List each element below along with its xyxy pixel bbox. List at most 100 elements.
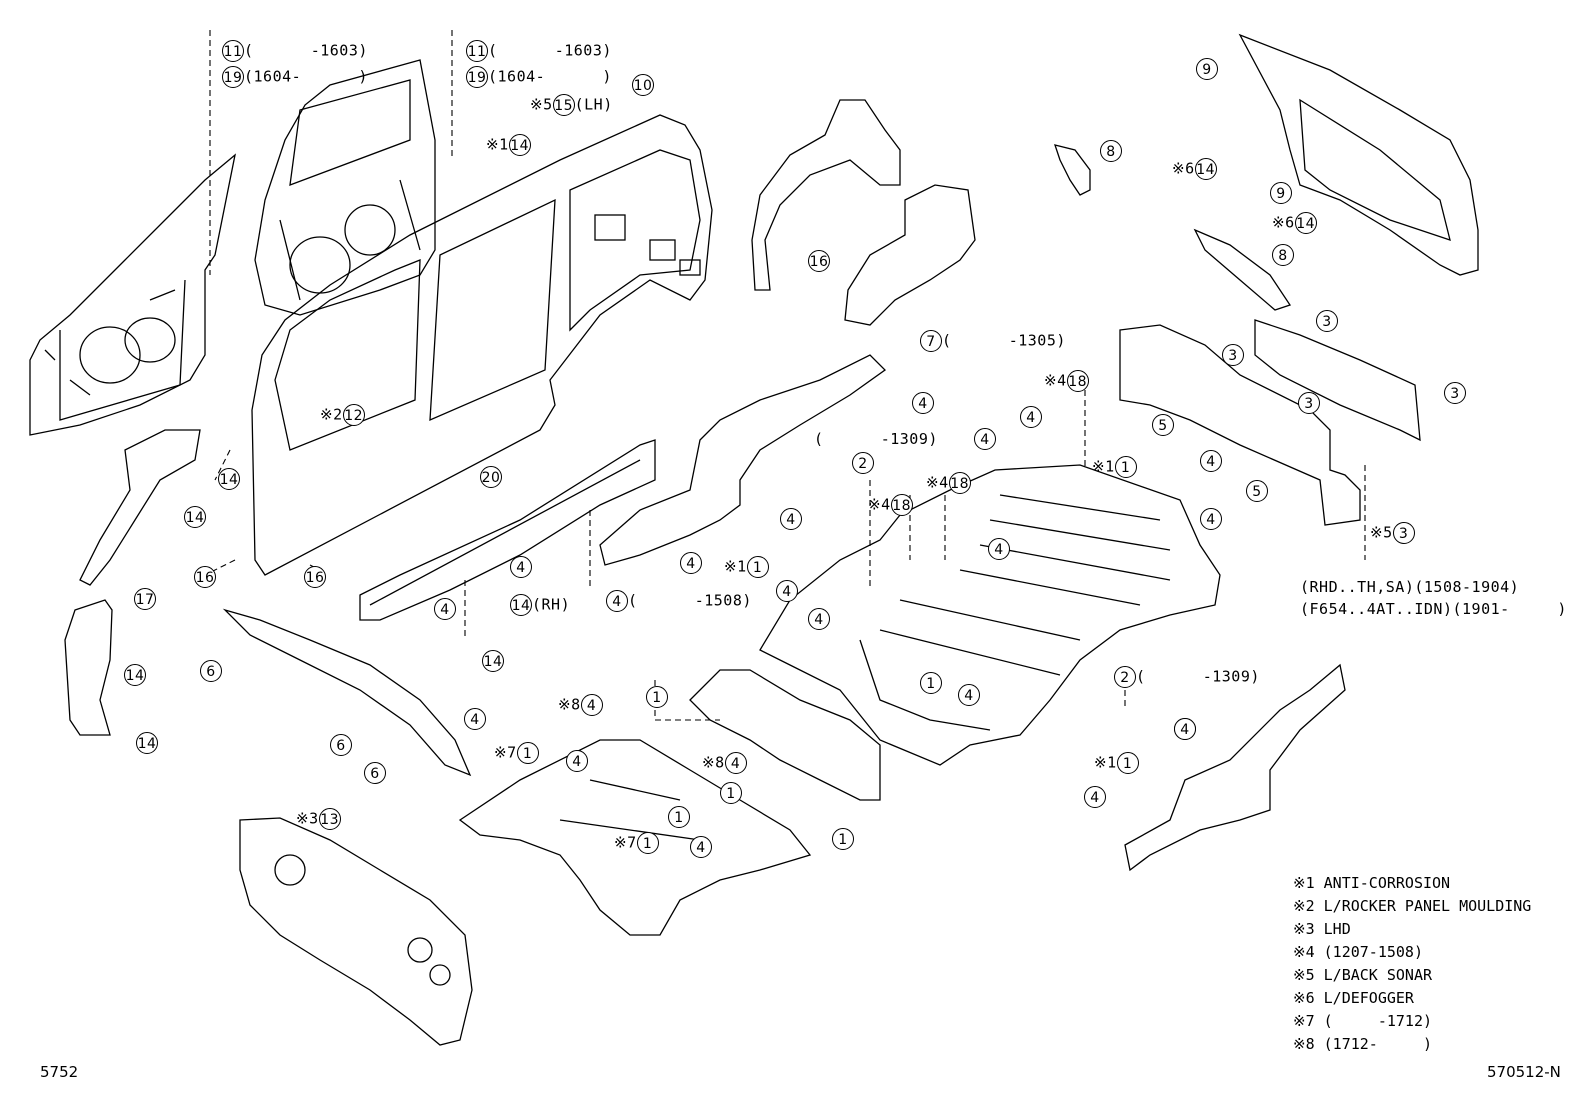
callout-number: 4: [690, 836, 712, 858]
dash-cross-member: [689, 669, 881, 801]
callout-number: 10: [632, 74, 654, 96]
callout-rear-door-19: 19(1604- ): [466, 66, 612, 88]
callout-4-floor-e: 4: [988, 538, 1010, 560]
callout-number: 6: [330, 734, 352, 756]
callout-number: 14: [184, 506, 206, 528]
callout-number: 4: [566, 750, 588, 772]
callout-mark: ※2: [320, 405, 343, 424]
callout-number: 16: [194, 566, 216, 588]
callout-14-pillar-a: 14: [218, 468, 240, 490]
callout-number: 1: [668, 806, 690, 828]
callout-number: 1: [920, 672, 942, 694]
callout-number: 14: [508, 134, 531, 156]
callout-7: 7( -1305): [920, 330, 1066, 352]
callout-number: 4: [724, 752, 747, 774]
callout-number: 4: [912, 392, 934, 414]
callout-number: 13: [318, 808, 341, 830]
callout-4-floor-b: 4: [1020, 406, 1042, 428]
callout-mark: ※6: [1172, 159, 1195, 178]
callout-suffix: (1604- ): [244, 67, 368, 86]
callout-number: 11: [222, 40, 244, 62]
callout-number: 8: [1100, 140, 1122, 162]
footnote-4: ※4 (1207-1508): [1293, 943, 1423, 961]
callout-number: 2: [1114, 666, 1136, 688]
footnote-2: ※2 L/ROCKER PANEL MOULDING: [1293, 897, 1532, 915]
callout-number: 4: [606, 590, 628, 612]
callout-8-top: 8: [1100, 140, 1122, 162]
callout-number: 4: [1200, 450, 1222, 472]
callout-4-member-a: 4: [780, 508, 802, 530]
callout-number: 1: [720, 782, 742, 804]
lower-pillar: [64, 599, 113, 736]
callout-rear-door-11: 11( -1603): [466, 40, 612, 62]
callout-number: 18: [1066, 370, 1089, 392]
callout-number: 4: [808, 608, 830, 630]
callout-14-lower-a: 14: [124, 664, 146, 686]
callout-number: 1: [646, 686, 668, 708]
callout-4-floor-a: 4: [912, 392, 934, 414]
callout-number: 1: [1114, 456, 1137, 478]
callout-suffix: ( -1309): [1136, 667, 1260, 686]
wheelhouse-panel: [751, 99, 901, 291]
callout-number: 4: [510, 556, 532, 578]
callout-number: 14: [124, 664, 146, 686]
callout-number: 8: [1272, 244, 1294, 266]
callout-suffix: ( -1305): [942, 331, 1066, 350]
callout-4-front-c: 4: [566, 750, 588, 772]
callout-4-rear-member-a: 4: [1174, 718, 1196, 740]
callout-number: 3: [1392, 522, 1415, 544]
callout-suffix: (RH): [532, 595, 571, 614]
callout-number: 9: [1270, 182, 1292, 204]
callout-number: 12: [342, 404, 365, 426]
callout-3-d: 3: [1298, 392, 1320, 414]
callout-mark: ※1: [1092, 457, 1115, 476]
dash-panel: [239, 817, 473, 1046]
callout-number: 19: [466, 66, 488, 88]
callout-mark: ※8: [702, 753, 725, 772]
front-floor-panel: [458, 739, 812, 936]
callout-front-door-19: 19(1604- ): [222, 66, 368, 88]
callout-mark: ※8: [558, 695, 581, 714]
callout-number: 4: [776, 580, 798, 602]
callout-number: 14: [1294, 212, 1317, 234]
callout-mark: ※1: [486, 135, 509, 154]
callout-1-front-c: 1: [720, 782, 742, 804]
callout-4-rocker-a: 4: [510, 556, 532, 578]
callout-8-mid: 8: [1272, 244, 1294, 266]
sonar-applicability-line-2: (F654..4AT..IDN)(1901- ): [1300, 600, 1567, 618]
callout-4-member-b: 4: [680, 552, 702, 574]
callout-5-a: 5: [1152, 414, 1174, 436]
callout-mark: ※4: [926, 473, 949, 492]
callout-number: 4: [974, 428, 996, 450]
callout-suffix: ( -1508): [628, 591, 752, 610]
callout-number: 15: [552, 94, 575, 116]
callout-number: 4: [464, 708, 486, 730]
callout-14-pillar-b: 14: [184, 506, 206, 528]
rocker-rail: [359, 439, 656, 621]
bracket-8-mid: [1193, 228, 1292, 311]
callout-number: 2: [852, 452, 874, 474]
callout-number: 6: [200, 660, 222, 682]
callout-mark: ※3: [296, 809, 319, 828]
callout-number: 6: [364, 762, 386, 784]
callout-number: 19: [222, 66, 244, 88]
callout-4-rocker-b: 4: [434, 598, 456, 620]
callout-front-door-11: 11( -1603): [222, 40, 368, 62]
footnote-6: ※6 L/DEFOGGER: [1293, 989, 1414, 1007]
callout-number: 17: [134, 588, 156, 610]
callout-9-top: 9: [1196, 58, 1218, 80]
callout-4-floor-c: 4: [974, 428, 996, 450]
callout-number: 4: [780, 508, 802, 530]
callout-number: 3: [1222, 344, 1244, 366]
footnote-1: ※1 ANTI-CORROSION: [1293, 874, 1451, 892]
callout-3-b: 3: [1222, 344, 1244, 366]
callout-4-floor-d: 4: [1200, 508, 1222, 530]
callout-2-mid: 2( -1309): [1114, 666, 1260, 688]
